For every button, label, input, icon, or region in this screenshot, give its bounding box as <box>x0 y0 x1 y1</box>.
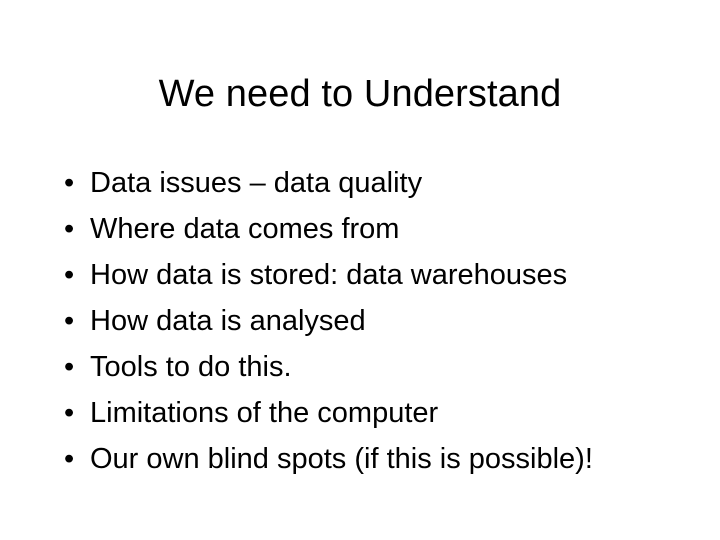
bullet-point-icon: • <box>64 213 75 245</box>
bullet-point-icon: • <box>64 259 75 291</box>
bullet-point-icon: • <box>64 397 75 429</box>
list-item: • How data is stored: data warehouses <box>62 252 662 298</box>
bullet-point-icon: • <box>64 351 75 383</box>
list-item: • Tools to do this. <box>62 344 662 390</box>
bullet-point-icon: • <box>64 167 75 199</box>
list-item-label: How data is stored: data warehouses <box>90 259 568 291</box>
list-item: • Data issues – data quality <box>62 160 662 206</box>
list-item-label: Where data comes from <box>90 213 400 245</box>
list-item-label: Our own blind spots (if this is possible… <box>90 443 593 475</box>
bullet-point-icon: • <box>64 305 75 337</box>
bullet-point-icon: • <box>64 443 75 475</box>
list-item: • Where data comes from <box>62 206 662 252</box>
page-title: We need to Understand <box>158 73 562 115</box>
list-item-label: Limitations of the computer <box>90 397 439 429</box>
list-item-label: Data issues – data quality <box>90 167 423 199</box>
list-item: • Limitations of the computer <box>62 390 662 436</box>
list-item-label: How data is analysed <box>90 305 366 337</box>
list-item: • Our own blind spots (if this is possib… <box>62 436 662 482</box>
list-item: • How data is analysed <box>62 298 662 344</box>
bullet-list: • Data issues – data quality • Where dat… <box>62 160 662 482</box>
list-item-label: Tools to do this. <box>90 351 292 383</box>
